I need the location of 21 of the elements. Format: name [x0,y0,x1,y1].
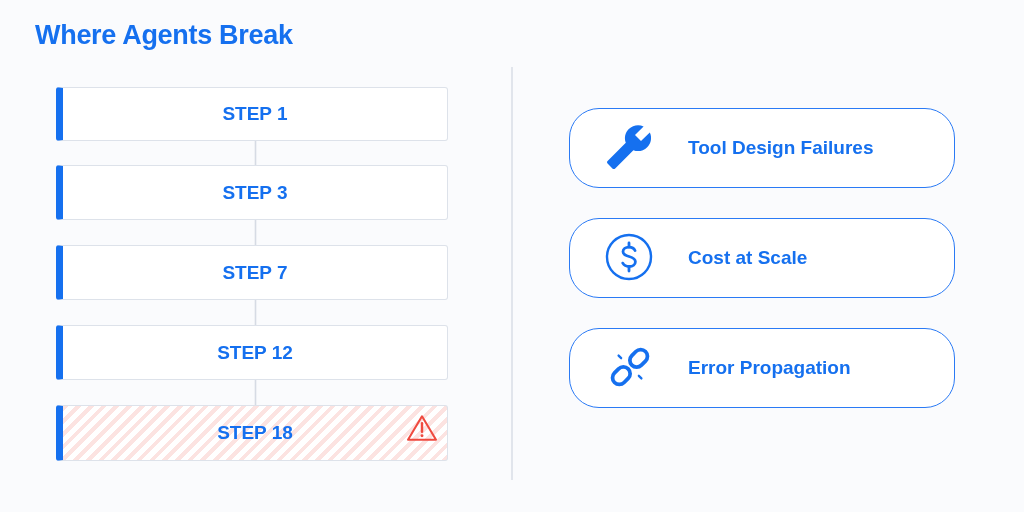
step-label: STEP 1 [222,103,288,125]
step-box [56,325,448,380]
step-box [56,245,448,300]
step-label: STEP 3 [222,181,288,204]
step-box [56,165,448,220]
pill-label: Cost at Scale [688,247,808,269]
connector-line [254,299,257,326]
pill-label: Error Propagation [688,357,851,379]
step-label: STEP 7 [222,261,288,284]
step-box [56,87,448,141]
category-pill [569,108,955,188]
pill-label: Tool Design Failures [688,137,874,159]
connector-line [254,219,257,246]
title: Where Agents Break [35,20,293,51]
category-pill [569,218,955,298]
step-label: STEP 18 [217,422,293,444]
step-label: STEP 12 [217,341,293,364]
category-pill [569,328,955,408]
hatched-step-box [56,405,448,461]
connector-line [254,140,257,166]
connector-line [254,379,257,406]
